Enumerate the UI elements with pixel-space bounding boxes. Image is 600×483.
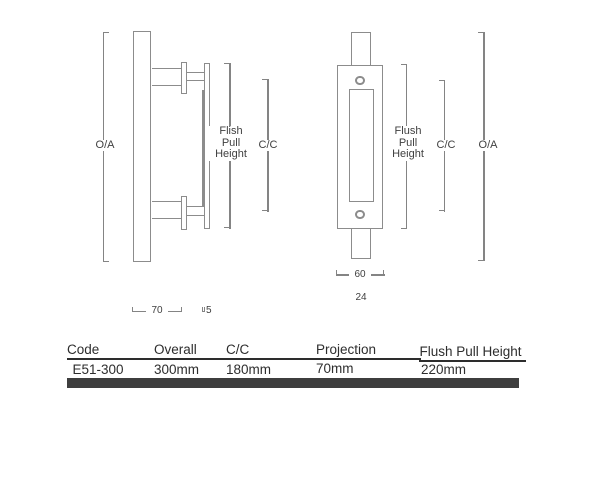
value-code: E51-300 xyxy=(72,361,124,377)
header-underline-flush xyxy=(419,359,526,362)
side-oa-label: O/A xyxy=(92,139,118,151)
front-bar-bottom xyxy=(351,228,371,259)
side-dim70-tick-right xyxy=(180,306,182,313)
front-flush-label-line1: Flush xyxy=(394,125,422,137)
side-top-flange xyxy=(180,61,187,94)
side-dim5-line xyxy=(201,311,206,313)
front-screw-bottom-icon xyxy=(355,209,365,220)
front-flush-label-line2: Pull xyxy=(398,136,418,149)
side-dim70-value: 70 xyxy=(146,305,168,316)
side-oa-tick-top xyxy=(103,32,109,34)
side-bottom-arm xyxy=(151,200,181,219)
value-projection: 70mm xyxy=(316,360,354,376)
front-bar-top xyxy=(351,32,371,66)
front-flush-label-line3: Height xyxy=(392,148,424,160)
header-cc: C/C xyxy=(226,342,250,357)
side-flush-label: Flish Pull Height xyxy=(209,125,253,161)
side-flush-label-line1: Flish xyxy=(219,125,243,137)
value-cc: 180mm xyxy=(226,361,272,377)
side-top-axle xyxy=(186,72,205,81)
front-screw-top-icon xyxy=(355,75,365,86)
header-underline-main xyxy=(67,357,421,360)
side-dim5-tick-right xyxy=(204,307,206,313)
side-dim5-value: 5 xyxy=(206,305,212,316)
header-flush-pull-height: Flush Pull Height xyxy=(419,344,522,359)
front-cc-label: C/C xyxy=(432,139,460,151)
header-code: Code xyxy=(67,342,100,357)
front-flush-tick-top xyxy=(400,63,408,65)
side-flush-tick-bottom xyxy=(224,227,231,229)
side-dim70-tick-left xyxy=(132,306,134,313)
side-cc-tick-bottom xyxy=(262,210,269,212)
front-oa-tick-top xyxy=(478,32,485,34)
side-flush-label-line3: Height xyxy=(215,148,247,160)
side-cc-label: C/C xyxy=(254,139,282,151)
value-overall: 300mm xyxy=(154,361,200,377)
front-flush-label: Flush Pull Height xyxy=(386,125,430,161)
side-cc-tick-top xyxy=(262,78,269,80)
front-dim24-value: 24 xyxy=(350,291,372,303)
front-dim60-value: 60 xyxy=(349,268,371,280)
front-oa-tick-bottom xyxy=(478,259,485,261)
side-flush-tick-top xyxy=(224,63,231,65)
side-oa-tick-bottom xyxy=(103,260,109,262)
front-oa-label: O/A xyxy=(474,139,502,151)
header-projection: Projection xyxy=(316,341,377,357)
front-cc-tick-bottom xyxy=(438,210,446,212)
side-top-arm xyxy=(151,67,181,86)
value-flush-pull-height: 220mm xyxy=(421,361,467,377)
side-bottom-flange xyxy=(180,195,187,230)
front-dim60-tick-right xyxy=(383,270,385,276)
header-overall: Overall xyxy=(154,342,197,357)
table-footer-bar xyxy=(66,377,519,389)
side-bottom-axle xyxy=(186,206,205,216)
front-flush-recess xyxy=(348,89,374,202)
side-flush-plate-edge xyxy=(202,90,204,207)
side-flush-label-line2: Pull xyxy=(221,136,241,149)
side-backplate xyxy=(132,31,151,262)
front-cc-tick-top xyxy=(438,79,446,81)
front-flush-tick-bottom xyxy=(400,227,408,229)
side-dim5-tick-left xyxy=(201,307,203,313)
front-dim60-tick-left xyxy=(336,270,338,276)
